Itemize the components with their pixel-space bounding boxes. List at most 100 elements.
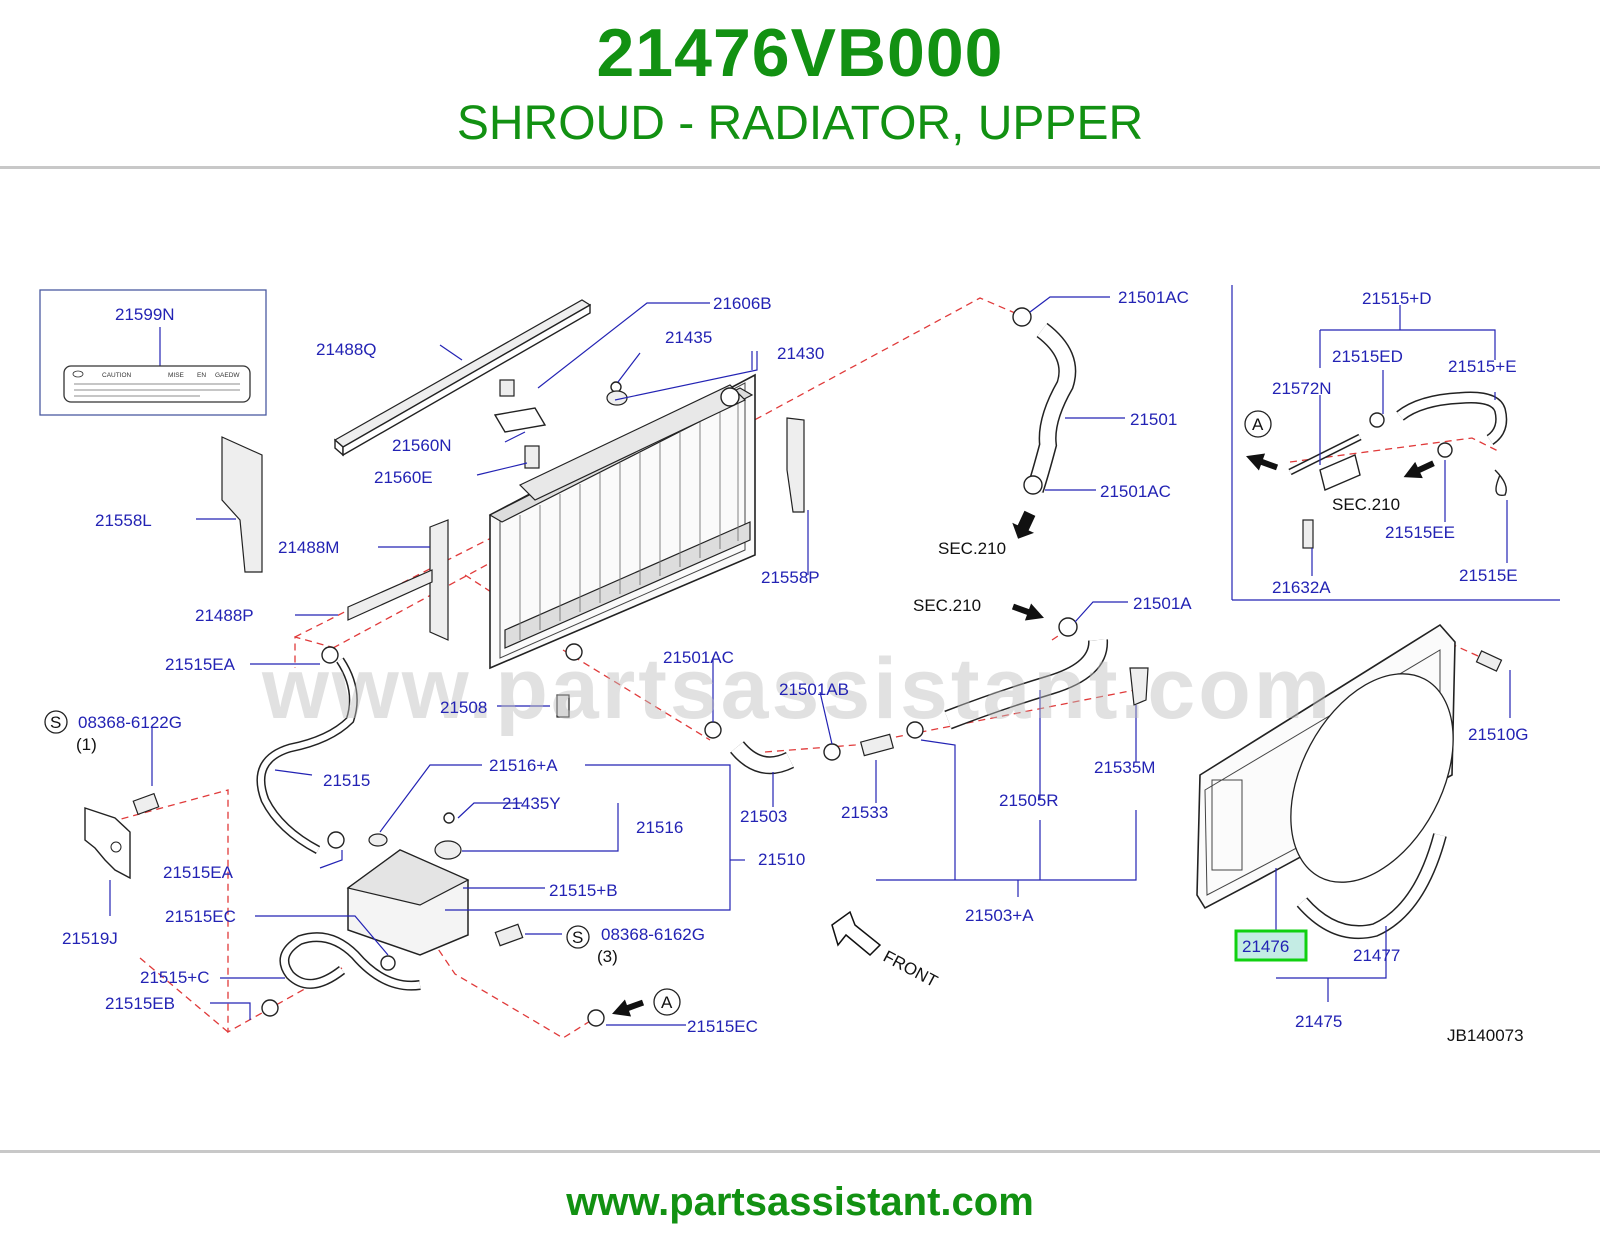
callout-21560e[interactable]: 21560E <box>374 468 433 487</box>
callout-08368-6162g[interactable]: 08368-6162G <box>601 925 705 944</box>
highlight-box-21476 <box>1234 929 1308 962</box>
clamp-21503a <box>906 721 924 739</box>
callout-21501ac-1[interactable]: 21501AC <box>1118 288 1189 307</box>
a-marker-1: A <box>661 993 673 1012</box>
callout-21488p[interactable]: 21488P <box>195 606 254 625</box>
callout-21632a[interactable]: 21632A <box>1272 578 1331 597</box>
callout-21515b[interactable]: 21515+B <box>549 881 618 900</box>
callout-21558l[interactable]: 21558L <box>95 511 152 530</box>
en-text: EN <box>197 372 206 379</box>
clamp-21515ea-top <box>321 646 339 664</box>
callout-21515eb[interactable]: 21515EB <box>105 994 175 1013</box>
fan-shroud-21475 <box>1196 623 1456 910</box>
clip-21515e <box>1494 469 1507 497</box>
front-arrow <box>831 910 882 957</box>
callout-21501a[interactable]: 21501A <box>1133 594 1192 613</box>
callout-21535m[interactable]: 21535M <box>1094 758 1155 777</box>
callout-21599n[interactable]: 21599N <box>115 305 175 324</box>
gasket-21435y <box>443 812 455 824</box>
callout-21515ea-2[interactable]: 21515EA <box>163 863 234 882</box>
seal-21488q <box>333 299 592 448</box>
sec210-label-1: SEC.210 <box>938 539 1006 558</box>
callout-21606b[interactable]: 21606B <box>713 294 772 313</box>
a-marker-2: A <box>1252 415 1264 434</box>
callout-21572n[interactable]: 21572N <box>1272 379 1332 398</box>
callout-labels: 21606B 21488Q 21435 21430 21560N 21560E … <box>62 288 1529 1045</box>
callout-21533[interactable]: 21533 <box>841 803 888 822</box>
callout-21501ac-3[interactable]: 21501AC <box>663 648 734 667</box>
callout-21515ea-1[interactable]: 21515EA <box>165 655 236 674</box>
arrows <box>612 453 1435 1017</box>
callout-21515[interactable]: 21515 <box>323 771 370 790</box>
bolt-08368-6162g <box>494 923 524 947</box>
seal-21558l <box>221 436 263 573</box>
callout-21515ec-1[interactable]: 21515EC <box>165 907 236 926</box>
title-block: 21476VB000 SHROUD - RADIATOR, UPPER <box>0 0 1600 170</box>
callout-08368-6122g[interactable]: 08368-6122G <box>78 713 182 732</box>
callout-21516[interactable]: 21516 <box>636 818 683 837</box>
cap-seal-21516a <box>368 833 388 847</box>
callout-21477[interactable]: 21477 <box>1353 946 1400 965</box>
callout-21505r[interactable]: 21505R <box>999 791 1059 810</box>
callout-21510[interactable]: 21510 <box>758 850 805 869</box>
callout-21558p[interactable]: 21558P <box>761 568 820 587</box>
callout-21435y[interactable]: 21435Y <box>502 794 561 813</box>
bolt-08368-6122g <box>132 792 160 816</box>
callout-21475[interactable]: 21475 <box>1295 1012 1342 1031</box>
callout-21510g[interactable]: 21510G <box>1468 725 1529 744</box>
callout-21560n[interactable]: 21560N <box>392 436 452 455</box>
footer-url[interactable]: www.partsassistant.com <box>566 1180 1034 1224</box>
qty-1: (1) <box>76 735 97 754</box>
front-label: FRONT <box>880 947 941 991</box>
part-number-title: 21476VB000 <box>596 15 1004 91</box>
callout-21516a[interactable]: 21516+A <box>489 756 558 775</box>
callout-21435[interactable]: 21435 <box>665 328 712 347</box>
callout-21515ee[interactable]: 21515EE <box>1385 523 1455 542</box>
watermark: www.partsassistant.com <box>261 641 1333 737</box>
callout-21519j[interactable]: 21519J <box>62 929 118 948</box>
callout-21515e[interactable]: 21515E <box>1459 566 1518 585</box>
callout-21508[interactable]: 21508 <box>440 698 487 717</box>
seal-21488m <box>429 519 449 641</box>
pipe-21533 <box>859 733 895 757</box>
callout-21503[interactable]: 21503 <box>740 807 787 826</box>
clamp-21515eb <box>261 999 279 1017</box>
drain-plug-21508 <box>556 694 570 718</box>
mount-21560e <box>524 445 540 469</box>
clamp-21515ec-2 <box>587 1009 605 1027</box>
callout-21501[interactable]: 21501 <box>1130 410 1177 429</box>
callout-21515d[interactable]: 21515+D <box>1362 289 1431 308</box>
callout-21515c[interactable]: 21515+C <box>140 968 209 987</box>
caution-text: CAUTION <box>102 372 132 379</box>
bolt-21632a <box>1302 519 1314 549</box>
callout-21476[interactable]: 21476 <box>1242 937 1289 956</box>
callout-21501ab[interactable]: 21501AB <box>779 680 849 699</box>
footer-divider <box>0 1150 1600 1153</box>
sec210-label-2: SEC.210 <box>913 596 981 615</box>
clamp-21501a <box>1058 617 1078 637</box>
clamp-21515ee <box>1437 442 1453 458</box>
seal-21558p <box>786 417 805 513</box>
gaedw-text: GAEDW <box>215 372 240 379</box>
bracket-21572n <box>1319 454 1361 491</box>
clamp-21515ec-1 <box>380 955 396 971</box>
s-marker-2: S <box>572 928 583 947</box>
callout-21515ed[interactable]: 21515ED <box>1332 347 1403 366</box>
callout-21501ac-2[interactable]: 21501AC <box>1100 482 1171 501</box>
callout-21430[interactable]: 21430 <box>777 344 824 363</box>
callout-21503a[interactable]: 21503+A <box>965 906 1034 925</box>
clamp-21515ea-bottom <box>327 831 345 849</box>
cap-21516 <box>434 840 462 860</box>
callout-21488q[interactable]: 21488Q <box>316 340 377 359</box>
callout-21515ec-2[interactable]: 21515EC <box>687 1017 758 1036</box>
clamp-21501ac-2 <box>1023 475 1043 495</box>
parts-diagram: 21599N CAUTION MISE EN GAEDW <box>39 285 1560 1045</box>
qty-3: (3) <box>597 947 618 966</box>
mise-text: MISE <box>168 372 185 379</box>
sec210-label-3: SEC.210 <box>1332 495 1400 514</box>
part-description: SHROUD - RADIATOR, UPPER <box>456 97 1144 150</box>
callout-21488m[interactable]: 21488M <box>278 538 339 557</box>
callout-21515e-plus[interactable]: 21515+E <box>1448 357 1517 376</box>
seal-21488p <box>347 569 433 621</box>
bolt-21510g <box>1475 650 1503 672</box>
